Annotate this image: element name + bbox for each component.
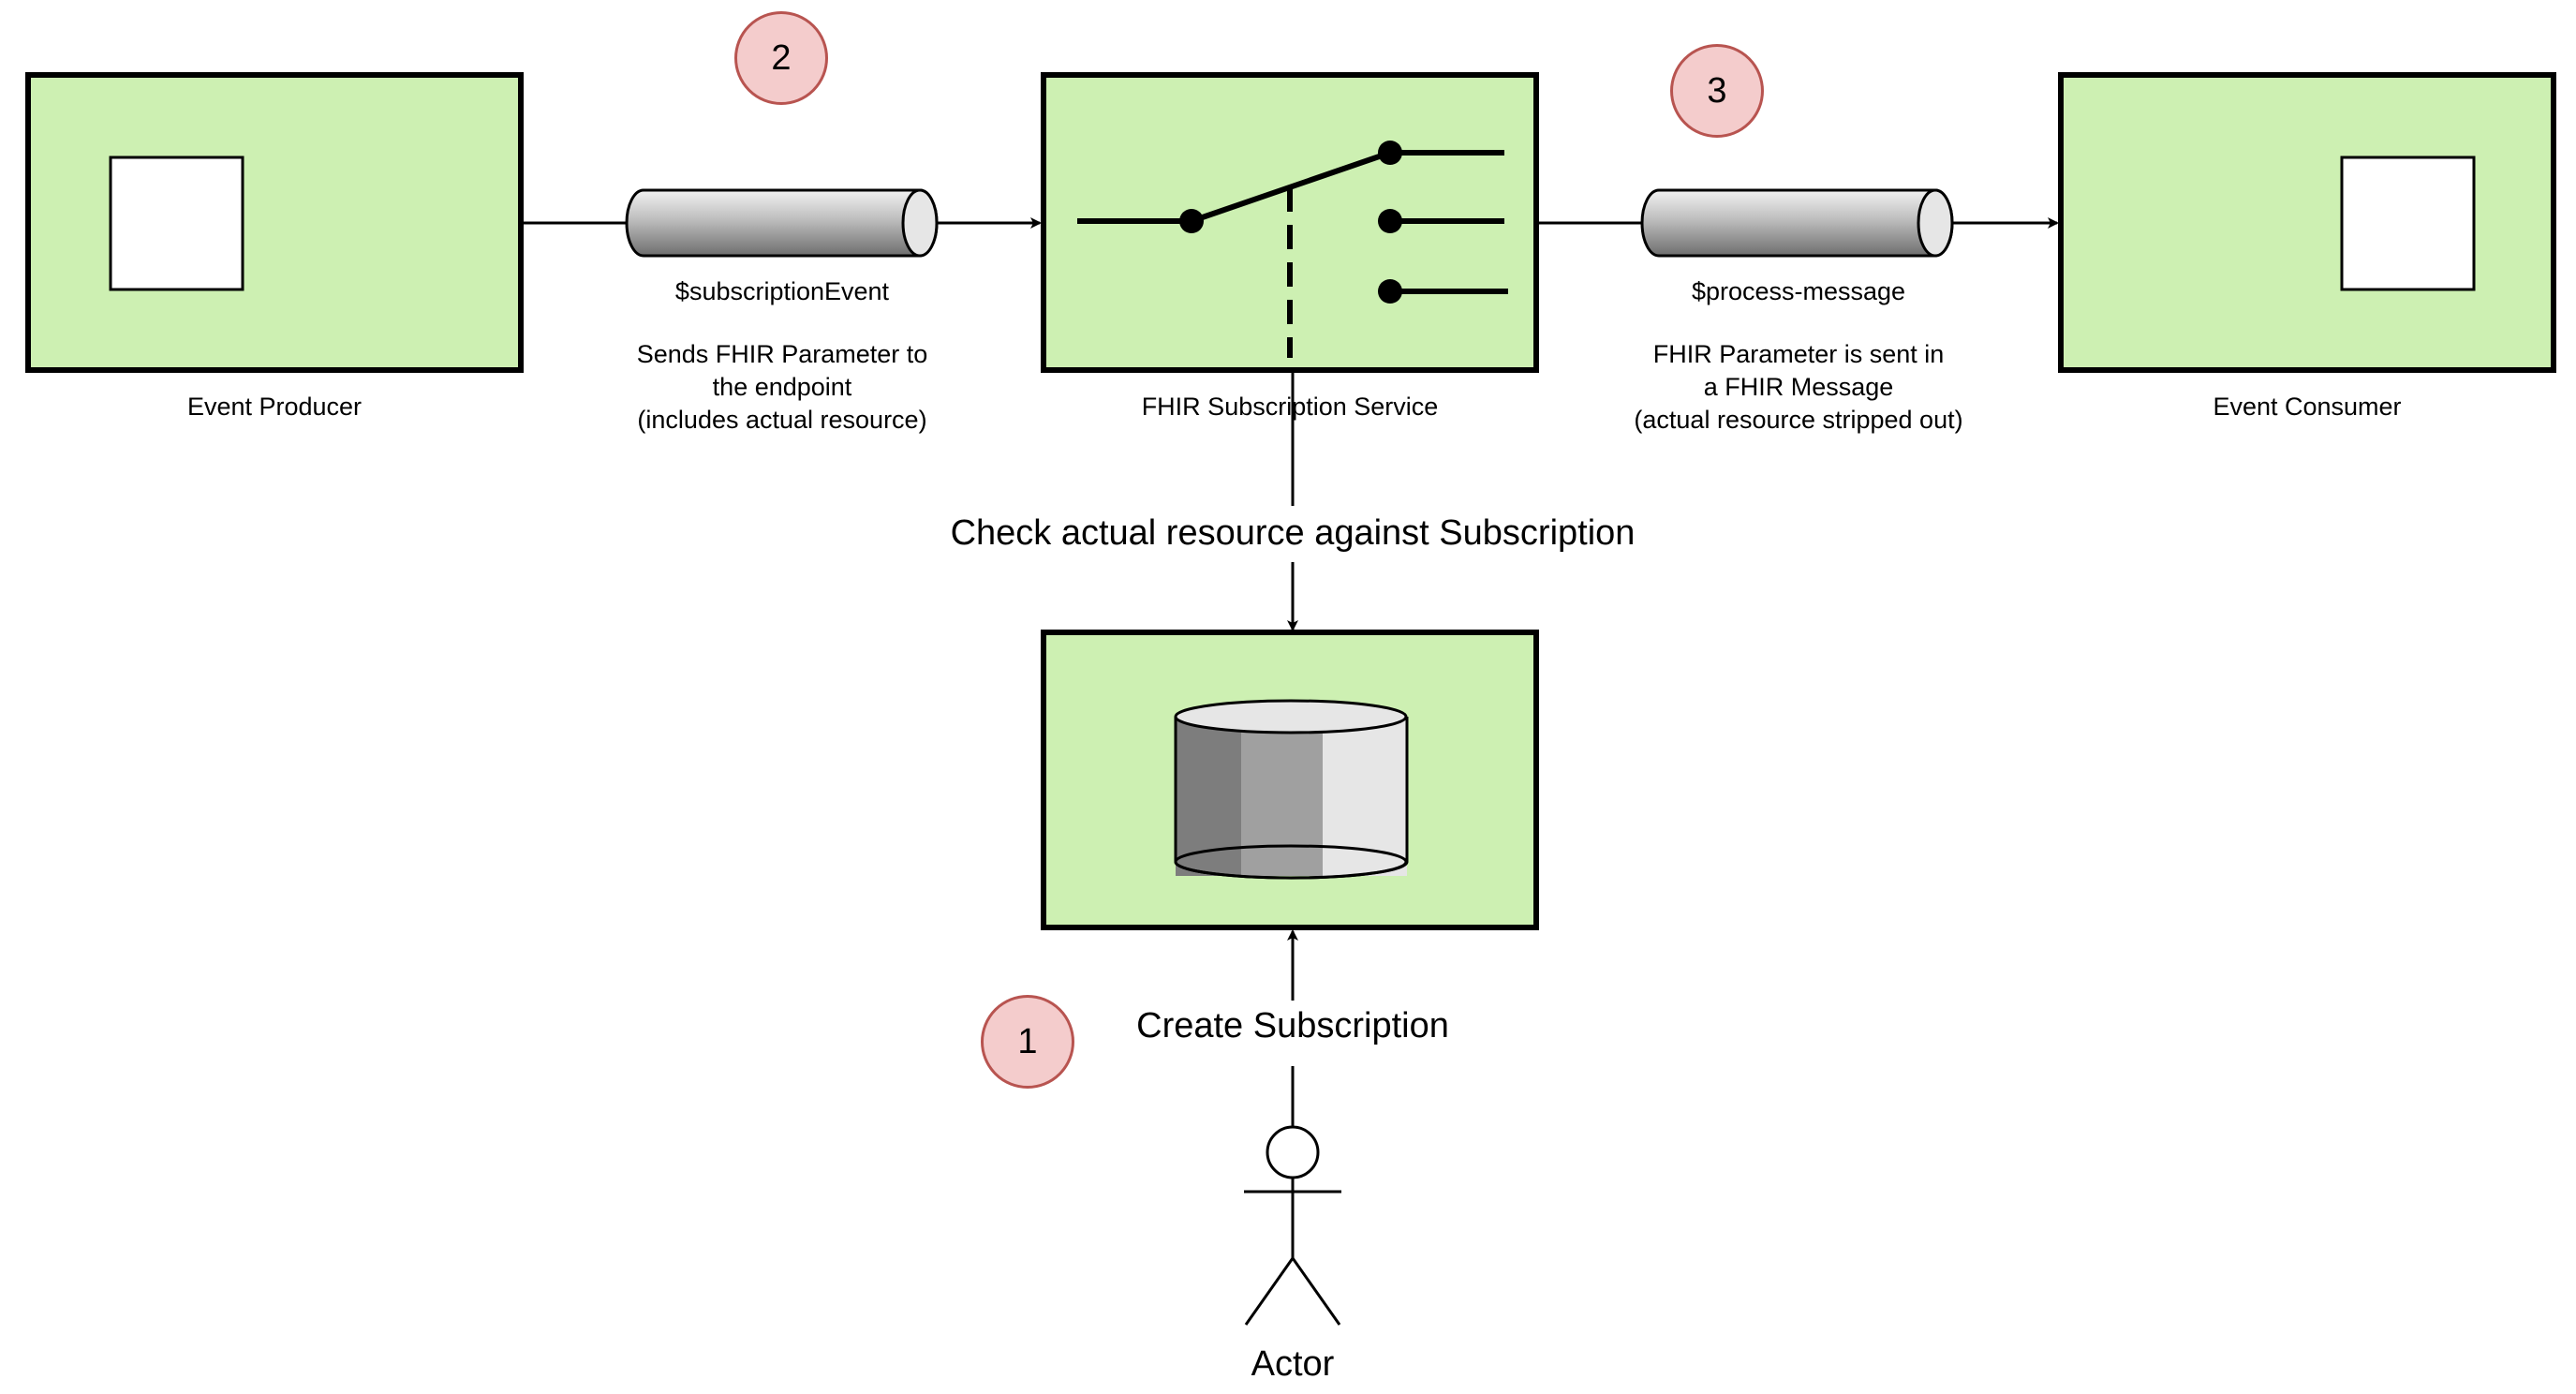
- subscription-service-node[interactable]: [1041, 72, 1539, 373]
- step-badge-1: 1: [981, 995, 1074, 1089]
- subscription-event-description-line-1: Sends FHIR Parameter to: [636, 340, 928, 368]
- event-consumer-label: Event Consumer: [2213, 393, 2402, 421]
- edge-service-to-consumer: [1536, 188, 2059, 258]
- process-message-description-line-3: (actual resource stripped out): [1634, 406, 1963, 435]
- subscription-event-operation-label: $subscriptionEvent: [674, 277, 890, 305]
- producer-endpoint-square: [109, 156, 244, 291]
- consumer-endpoint-square: [2340, 156, 2476, 291]
- message-channel-pipe-icon-2: [1640, 188, 1954, 258]
- process-message-description-line-2: a FHIR Message: [1703, 373, 1894, 402]
- event-producer-node[interactable]: [25, 72, 524, 373]
- process-message-description: FHIR Parameter is sent in a FHIR Message…: [1564, 338, 2033, 437]
- process-message-description-line-1: FHIR Parameter is sent in: [1652, 340, 1945, 368]
- event-producer-label: Event Producer: [186, 393, 363, 421]
- edge-producer-to-service: [521, 188, 1042, 258]
- step-badge-2: 2: [734, 11, 828, 105]
- router-switch-icon: [1077, 141, 1508, 358]
- database-icon: [1174, 699, 1409, 880]
- actor-label: Actor: [1251, 1344, 1335, 1384]
- process-message-operation-label: $process-message: [1691, 277, 1906, 305]
- step-badge-3: 3: [1670, 44, 1764, 138]
- message-channel-pipe-icon: [625, 188, 939, 258]
- subscription-service-label: FHIR Subscription Service: [1141, 393, 1439, 421]
- check-resource-edge-label: Check actual resource against Subscripti…: [950, 513, 1636, 553]
- actor-stick-figure-icon[interactable]: [1244, 1125, 1341, 1326]
- event-consumer-node[interactable]: [2058, 72, 2556, 373]
- subscription-event-description-line-2: the endpoint: [712, 373, 852, 402]
- subscription-store-node[interactable]: [1041, 630, 1539, 930]
- create-subscription-edge-label: Create Subscription: [1136, 1006, 1449, 1046]
- subscription-event-description: Sends FHIR Parameter to the endpoint (in…: [548, 338, 1016, 437]
- subscription-event-description-line-3: (includes actual resource): [637, 406, 927, 435]
